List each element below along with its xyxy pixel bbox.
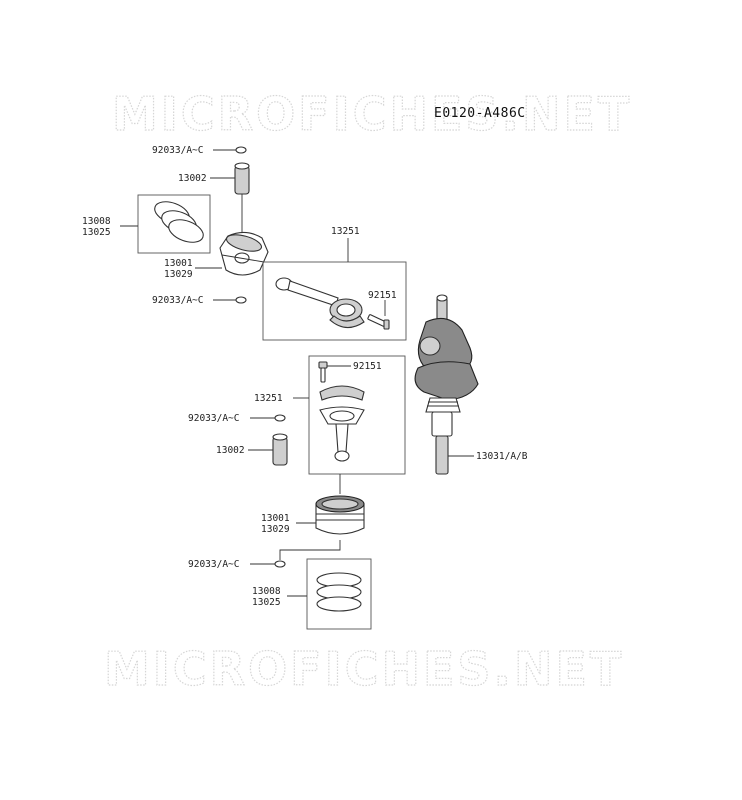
label-rings-bot-1: 13008 <box>252 586 281 597</box>
piston-top <box>219 231 269 276</box>
label-ring-clip-top-a: 92033/A~C <box>152 145 203 156</box>
watermark-top: MICROFICHES.NET <box>112 87 632 141</box>
connecting-rod-mid <box>319 385 365 462</box>
rod-bolt-mid <box>318 361 328 383</box>
label-ring-clip-mid-a: 92033/A~C <box>188 413 239 424</box>
label-rings-top-1: 13008 <box>82 216 111 227</box>
label-rod-top: 13251 <box>331 226 360 237</box>
rings-bottom-box <box>306 558 372 630</box>
label-rod-mid: 13251 <box>254 393 283 404</box>
label-ring-clip-top-b: 92033/A~C <box>152 295 203 306</box>
label-bolt-top: 92151 <box>368 290 397 301</box>
label-piston-mid-2: 13029 <box>261 524 290 535</box>
piston-rings-top <box>154 201 204 243</box>
diagram-code: E0120-A486C <box>434 106 526 121</box>
circlip-top-a <box>235 146 247 154</box>
rod-top-box <box>262 261 407 341</box>
label-piston-top-1: 13001 <box>164 258 193 269</box>
circlip-mid-a <box>274 414 286 422</box>
piston-pin-top <box>234 162 250 195</box>
rod-mid-box <box>308 355 406 475</box>
label-rings-bot-2: 13025 <box>252 597 281 608</box>
label-rings-top-2: 13025 <box>82 227 111 238</box>
label-pin-mid: 13002 <box>216 445 245 456</box>
label-piston-mid-1: 13001 <box>261 513 290 524</box>
piston-rings-bottom <box>316 572 362 612</box>
label-pin-top: 13002 <box>178 173 207 184</box>
piston-pin-mid <box>272 433 288 466</box>
circlip-mid-b <box>274 560 286 568</box>
circlip-top-b <box>235 296 247 304</box>
rings-top-box <box>137 194 211 254</box>
piston-mid <box>315 495 365 535</box>
watermark-bottom: MICROFICHES.NET <box>104 642 624 696</box>
connecting-rod-top <box>275 277 365 329</box>
label-crankshaft: 13031/A/B <box>476 451 528 462</box>
label-bolt-mid: 92151 <box>353 361 382 372</box>
rod-bolt-top <box>367 314 390 330</box>
label-piston-top-2: 13029 <box>164 269 193 280</box>
label-ring-clip-mid-b: 92033/A~C <box>188 559 239 570</box>
crankshaft <box>414 294 479 475</box>
